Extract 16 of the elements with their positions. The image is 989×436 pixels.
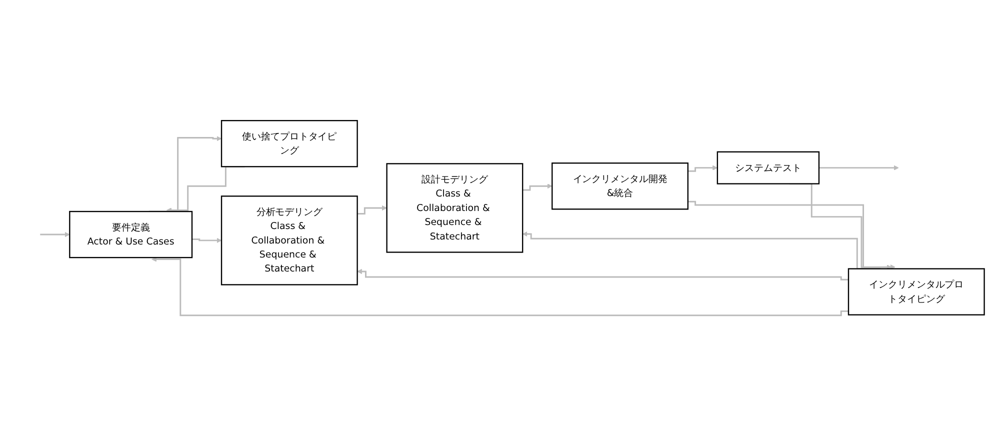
node-box: インクリメンタルプロトタイピング [848,268,985,316]
arrow [40,232,70,238]
node-box: 使い捨てプロトタイピング [220,120,358,168]
node-box: 設計モデリング Class & Collaboration & Sequence & Statechart [386,163,524,253]
arrow [818,165,899,170]
node-box: システムテスト [716,151,820,184]
arrow [192,238,222,244]
node-box: 要件定義 Actor & Use Cases [69,210,193,258]
arrow [522,184,552,191]
arrow [688,200,896,270]
node-box: インクリメンタル開発&統合 [552,162,688,210]
arrow [357,205,388,214]
arrow [688,165,718,172]
node-box: 分析モデリング Class & Collaboration & Sequence & Statechart [220,196,358,286]
arrow [356,268,848,280]
arrow [151,256,849,316]
